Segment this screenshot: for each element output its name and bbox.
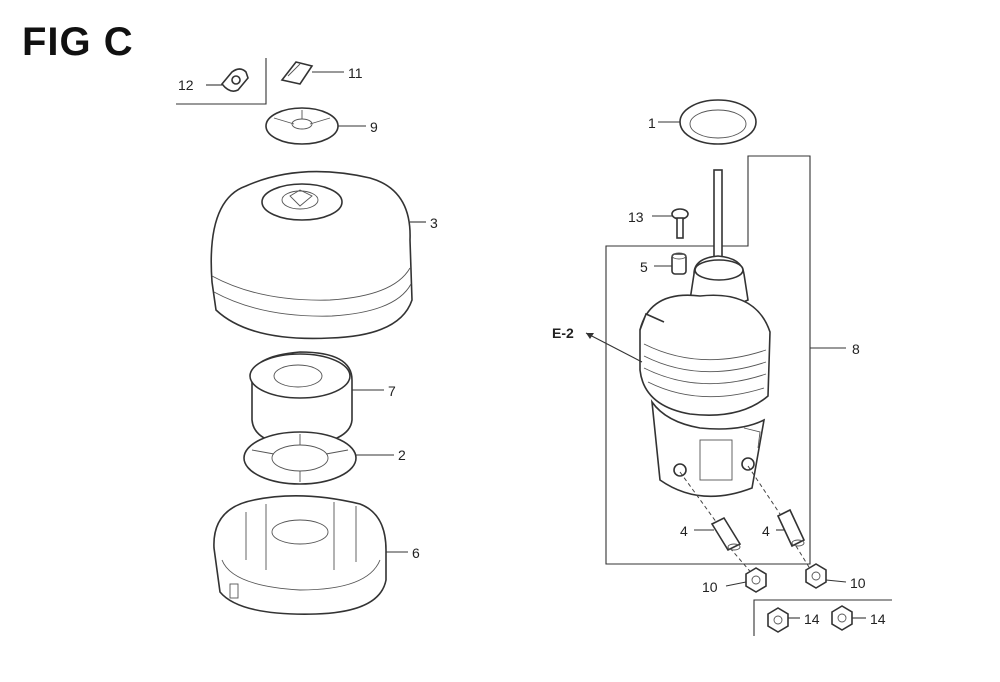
part-4-stud-right — [776, 508, 806, 548]
part-14-nut-right — [831, 605, 853, 631]
callout-7: 7 — [388, 383, 396, 399]
part-13-bolt — [671, 208, 689, 239]
part-10-nut-right — [805, 563, 827, 589]
dash-stud-right — [747, 465, 785, 521]
callout-10-right: 10 — [850, 575, 866, 591]
callout-6: 6 — [412, 545, 420, 561]
part-4-stud-left — [710, 516, 742, 552]
figure-title: FIG C — [22, 20, 134, 64]
bracket-12-11 — [176, 58, 267, 105]
leader-10-left — [725, 581, 747, 587]
part-7-filter-element — [249, 351, 353, 447]
dash-stud-left — [679, 471, 723, 531]
part-6-base — [213, 495, 387, 615]
callout-5: 5 — [640, 259, 648, 275]
callout-4-left: 4 — [680, 523, 688, 539]
bracket-14 — [753, 599, 892, 636]
part-2-grid-plate — [243, 431, 357, 485]
part-1-gasket — [679, 99, 757, 145]
callout-12: 12 — [178, 77, 194, 93]
callout-14-left: 14 — [804, 611, 820, 627]
part-5-collar — [671, 252, 687, 275]
callout-4-right: 4 — [762, 523, 770, 539]
callout-1: 1 — [648, 115, 656, 131]
part-12-wing-nut — [220, 68, 249, 92]
leader-e2 — [585, 332, 643, 363]
part-10-nut-left — [745, 567, 767, 593]
part-3-cover — [210, 170, 413, 340]
part-11-clip — [280, 61, 314, 85]
part-9-washer — [265, 107, 339, 145]
arrowhead-e2 — [586, 333, 594, 339]
callout-14-right: 14 — [870, 611, 886, 627]
part-8-elbow-assembly — [639, 169, 771, 498]
callout-11: 11 — [348, 65, 363, 81]
callout-8: 8 — [852, 341, 860, 357]
callout-10-left: 10 — [702, 579, 718, 595]
reference-e2: E-2 — [552, 325, 574, 341]
part-14-nut-left — [767, 607, 789, 633]
callout-2: 2 — [398, 447, 406, 463]
leader-10-right — [825, 579, 847, 583]
callout-3: 3 — [430, 215, 438, 231]
bracket-8 — [605, 155, 811, 565]
callout-9: 9 — [370, 119, 378, 135]
dash-nut-right — [795, 545, 813, 573]
callout-13: 13 — [628, 209, 644, 225]
